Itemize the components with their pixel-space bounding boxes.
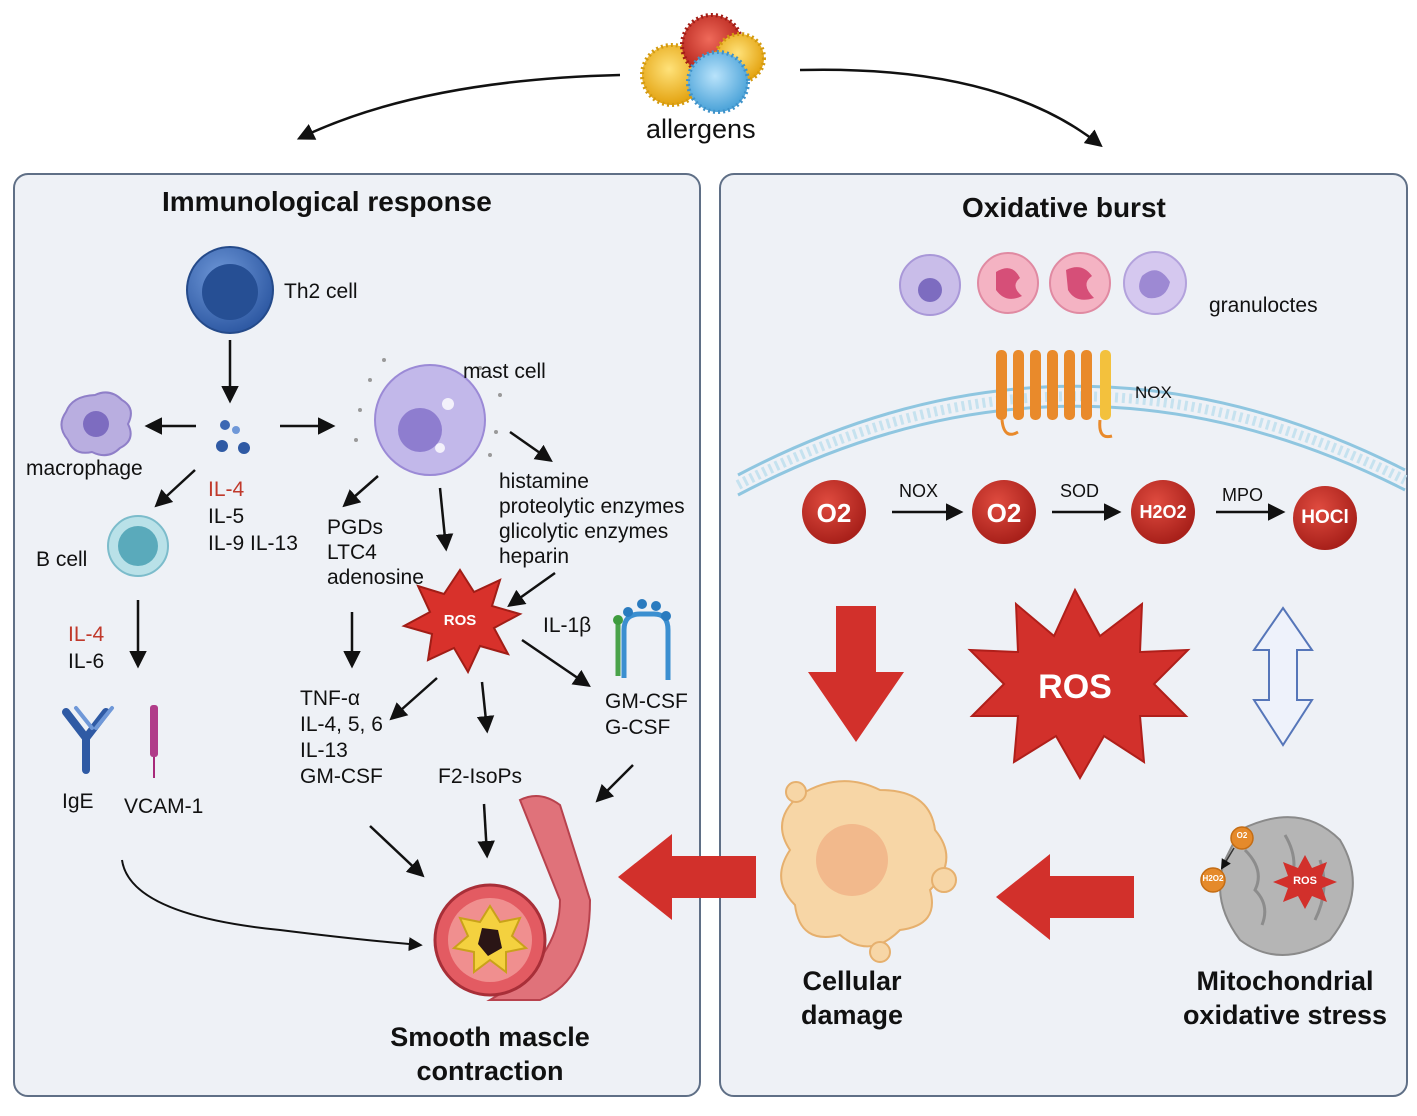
arrow-ros-to-f2 xyxy=(476,681,495,734)
nox-enzyme-icon xyxy=(996,350,1113,439)
h2o2-molecule xyxy=(1131,480,1195,544)
arrow-to-immunological xyxy=(296,73,621,140)
mito-ros-label: ROS xyxy=(1293,875,1317,887)
th2-cell-label: Th2 cell xyxy=(284,280,358,303)
allergens-label: allergens xyxy=(646,114,756,144)
macrophage-label: macrophage xyxy=(26,457,143,480)
mast-cell-label: mast cell xyxy=(463,360,546,383)
double-arrow-icon xyxy=(1252,606,1314,747)
immunological-response-title: Immunological response xyxy=(162,186,492,217)
arrow-ige-to-smooth xyxy=(121,859,423,952)
arrow-damage-to-smooth xyxy=(618,834,756,920)
mediator-heparin: heparin xyxy=(499,545,570,568)
arrow-mast-to-ros xyxy=(435,487,454,552)
vcam-label: VCAM-1 xyxy=(124,795,204,818)
arrow-heparin-to-ros xyxy=(507,571,556,608)
cellular-damage-line2: damage xyxy=(800,1000,904,1030)
macrophage-icon xyxy=(60,391,132,457)
nox-arrow-label: NOX xyxy=(899,481,939,501)
allergens-pollen-icon xyxy=(640,13,766,114)
f2-isops-label: F2-IsoPs xyxy=(438,765,523,788)
mediator-histamine: histamine xyxy=(499,470,589,493)
arrow-ros-to-tnf xyxy=(389,677,438,721)
cellular-damage-line1: Cellular xyxy=(802,966,902,996)
h2o2-label: H2O2 xyxy=(1139,502,1187,522)
mito-stress-line1: Mitochondrial xyxy=(1196,966,1374,996)
mpo-arrow-label: MPO xyxy=(1222,485,1264,505)
b-cell-icon xyxy=(107,515,169,577)
granulocytes-icon xyxy=(899,251,1187,316)
mito-o2-label: O2 xyxy=(1236,831,1248,840)
b-cell-label: B cell xyxy=(36,548,88,571)
arrow-to-b-cell xyxy=(154,469,196,508)
arrow-csf-to-smooth xyxy=(595,764,634,803)
b-il6-label: IL-6 xyxy=(68,650,105,673)
arrow-tnf-to-smooth xyxy=(369,825,425,878)
il13-label: IL-13 xyxy=(300,739,348,762)
ros-big-label: ROS xyxy=(1038,668,1112,706)
mito-stress-line2: oxidative stress xyxy=(1182,1000,1388,1030)
mediator-pgds: PGDs xyxy=(327,516,384,539)
mitochondrion-icon xyxy=(1200,816,1354,956)
left-panel xyxy=(13,173,701,1097)
arrow-mast-to-histamine xyxy=(509,430,553,463)
il-1b-receptor-icon xyxy=(613,599,671,680)
o2-molecule xyxy=(802,480,866,544)
mediator-glicolytic: glicolytic enzymes xyxy=(499,520,669,543)
b-il4-label: IL-4 xyxy=(68,623,105,646)
smooth-muscle-line1: Smooth mascle xyxy=(390,1022,590,1052)
arrow-f2-to-smooth xyxy=(477,803,495,859)
ige-label: IgE xyxy=(62,790,94,813)
nox-membrane-label: NOX xyxy=(1135,383,1172,402)
cellular-damage-icon xyxy=(780,780,957,963)
arrow-ros-to-csf xyxy=(521,638,591,687)
vcam-1-icon xyxy=(150,705,158,778)
th2-il9-il13-label: IL-9 IL-13 xyxy=(208,532,298,555)
superoxide-label: O2 xyxy=(986,498,1022,528)
ros-big-burst-icon xyxy=(967,587,1191,781)
arrow-mast-to-pgds xyxy=(342,475,379,508)
mediator-ltc4: LTC4 xyxy=(327,541,377,564)
il1b-label: IL-1β xyxy=(543,614,592,637)
hocl-molecule xyxy=(1293,486,1357,550)
arrow-to-oxidative xyxy=(799,68,1103,148)
smooth-muscle-line2: contraction xyxy=(416,1056,564,1086)
th2-il4-label: IL-4 xyxy=(208,478,245,501)
mast-cell-icon xyxy=(354,358,502,476)
superoxide-molecule xyxy=(972,480,1036,544)
mediator-adenosine: adenosine xyxy=(327,566,424,589)
arrow-mito-to-damage xyxy=(996,854,1134,940)
airway-smooth-muscle-icon xyxy=(433,795,592,1001)
tnf-alpha-label: TNF-α xyxy=(300,687,360,710)
sod-arrow-label: SOD xyxy=(1060,481,1100,501)
ros-burst-icon xyxy=(401,568,523,675)
th2-cell-icon xyxy=(186,246,274,334)
th2-il5-label: IL-5 xyxy=(208,505,245,528)
il456-label: IL-4, 5, 6 xyxy=(300,713,383,736)
granulocytes-label: granuloctes xyxy=(1209,294,1318,317)
g-csf-label: G-CSF xyxy=(605,716,671,739)
hocl-label: HOCl xyxy=(1301,507,1349,528)
mito-h2o2-label: H2O2 xyxy=(1202,874,1224,883)
gm-csf-left-label: GM-CSF xyxy=(300,765,383,788)
o2-label: O2 xyxy=(816,498,852,528)
cytokine-dots-icon xyxy=(216,420,250,454)
down-red-arrow-icon xyxy=(808,606,904,742)
mediator-proteolytic: proteolytic enzymes xyxy=(499,495,685,518)
gm-csf-right-label: GM-CSF xyxy=(605,690,688,713)
oxidative-burst-title: Oxidative burst xyxy=(962,192,1166,223)
ros-small-label: ROS xyxy=(443,612,477,629)
ige-antibody-icon xyxy=(62,706,114,774)
